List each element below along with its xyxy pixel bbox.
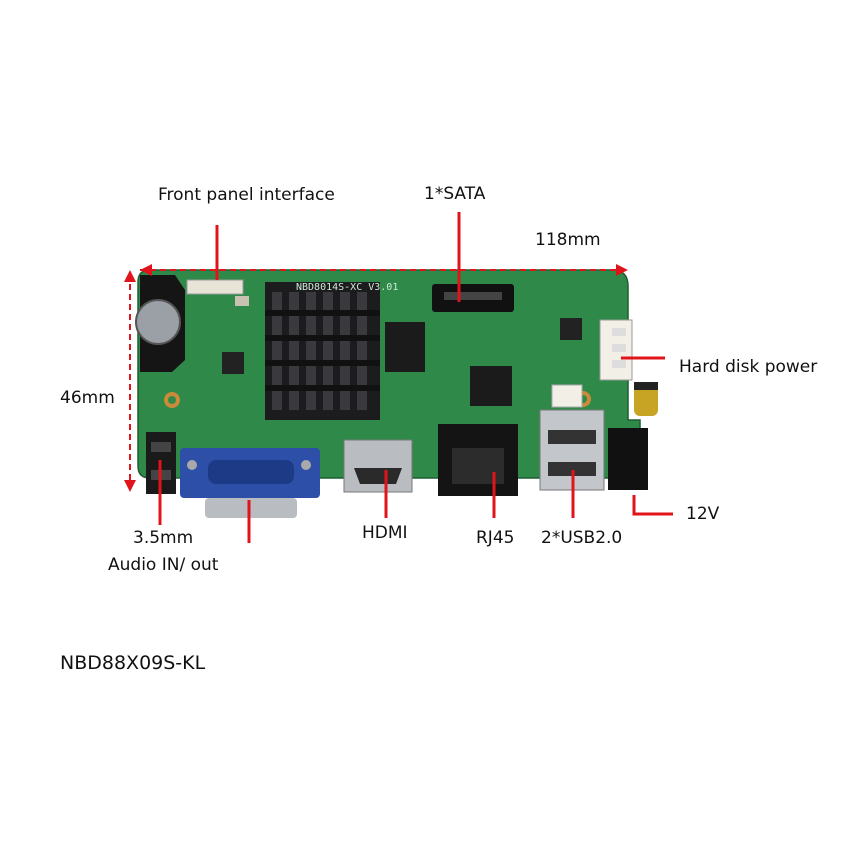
height-label: 46mm	[60, 388, 115, 408]
inductor	[222, 352, 244, 374]
rj45-label: RJ45	[476, 528, 515, 548]
usb-label: 2*USB2.0	[541, 528, 623, 548]
audio-io-label: Audio IN/ out	[108, 555, 219, 575]
model-number: NBD88X09S-KL	[60, 652, 206, 674]
board-silkscreen: NBD8014S-XC V3.01	[296, 282, 398, 293]
coin-battery	[135, 275, 185, 372]
memory-chip	[385, 322, 425, 372]
hdmi-connector	[343, 439, 413, 493]
sata-label: 1*SATA	[424, 184, 486, 204]
width-label: 118mm	[535, 230, 601, 250]
ethernet-chip	[470, 366, 512, 406]
heatsink	[265, 282, 380, 420]
front-panel-connector	[186, 279, 244, 295]
hdd-power-connector	[599, 319, 633, 381]
usb-connector	[539, 409, 605, 491]
vga-connector	[180, 448, 320, 518]
sata-connector	[432, 284, 514, 312]
hdd-power-label: Hard disk power	[679, 357, 818, 377]
dc-jack	[608, 428, 648, 490]
capacitor	[634, 382, 658, 416]
hdmi-label: HDMI	[362, 523, 408, 543]
rj45-connector	[438, 424, 518, 496]
power-label: 12V	[686, 504, 720, 524]
front-panel-label: Front panel interface	[158, 185, 335, 205]
audio-size-label: 3.5mm	[133, 528, 194, 548]
